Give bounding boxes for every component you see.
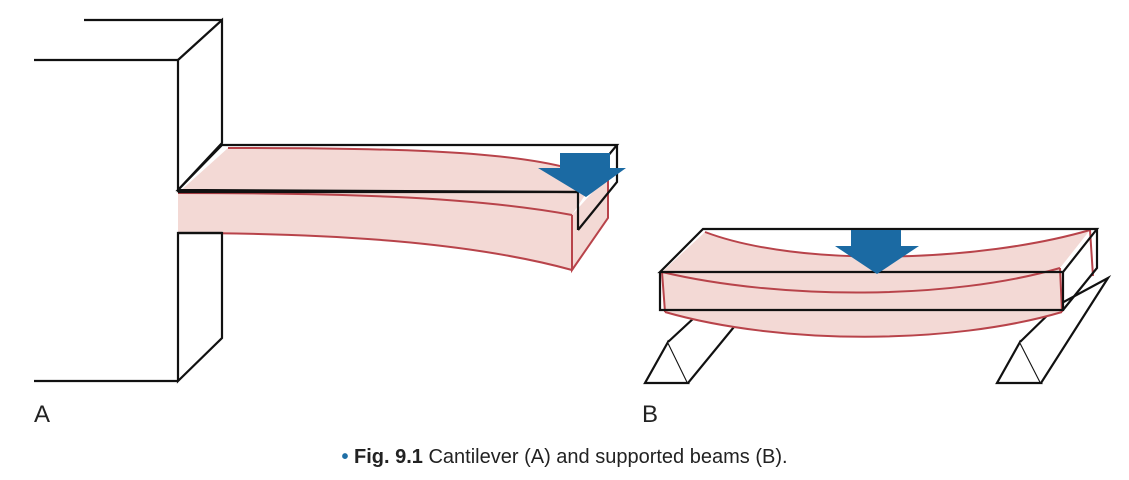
cantilever-beam-end-face bbox=[572, 175, 608, 270]
cantilever-beam-top-face bbox=[178, 148, 608, 215]
right-support bbox=[995, 275, 1112, 385]
wall-lower-side bbox=[176, 231, 224, 384]
figure-caption: • Fig. 9.1 Cantilever (A) and supported … bbox=[0, 446, 1129, 469]
caption-text: Cantilever (A) and supported beams (B). bbox=[428, 446, 788, 468]
panel-label-a: A bbox=[34, 401, 51, 428]
supported-beam-illustration bbox=[643, 227, 1112, 385]
cantilever-wall bbox=[176, 17, 224, 384]
cantilever-deflected-beam bbox=[177, 147, 609, 274]
caption-bullet: • bbox=[341, 446, 349, 468]
supported-original-outline bbox=[657, 227, 1100, 312]
cantilever-original-outline bbox=[175, 143, 620, 231]
wall-lines bbox=[34, 18, 222, 383]
supported-load-arrow bbox=[835, 230, 919, 274]
cantilever-beam-front-face bbox=[178, 193, 572, 270]
cantilever-beam-edges bbox=[177, 147, 609, 274]
wall-upper-side bbox=[176, 17, 224, 193]
panel-label-b: B bbox=[642, 401, 659, 428]
caption-figure-number: Fig. 9.1 bbox=[354, 446, 423, 468]
cantilever-illustration bbox=[34, 17, 626, 384]
cantilever-load-arrow bbox=[538, 153, 626, 197]
